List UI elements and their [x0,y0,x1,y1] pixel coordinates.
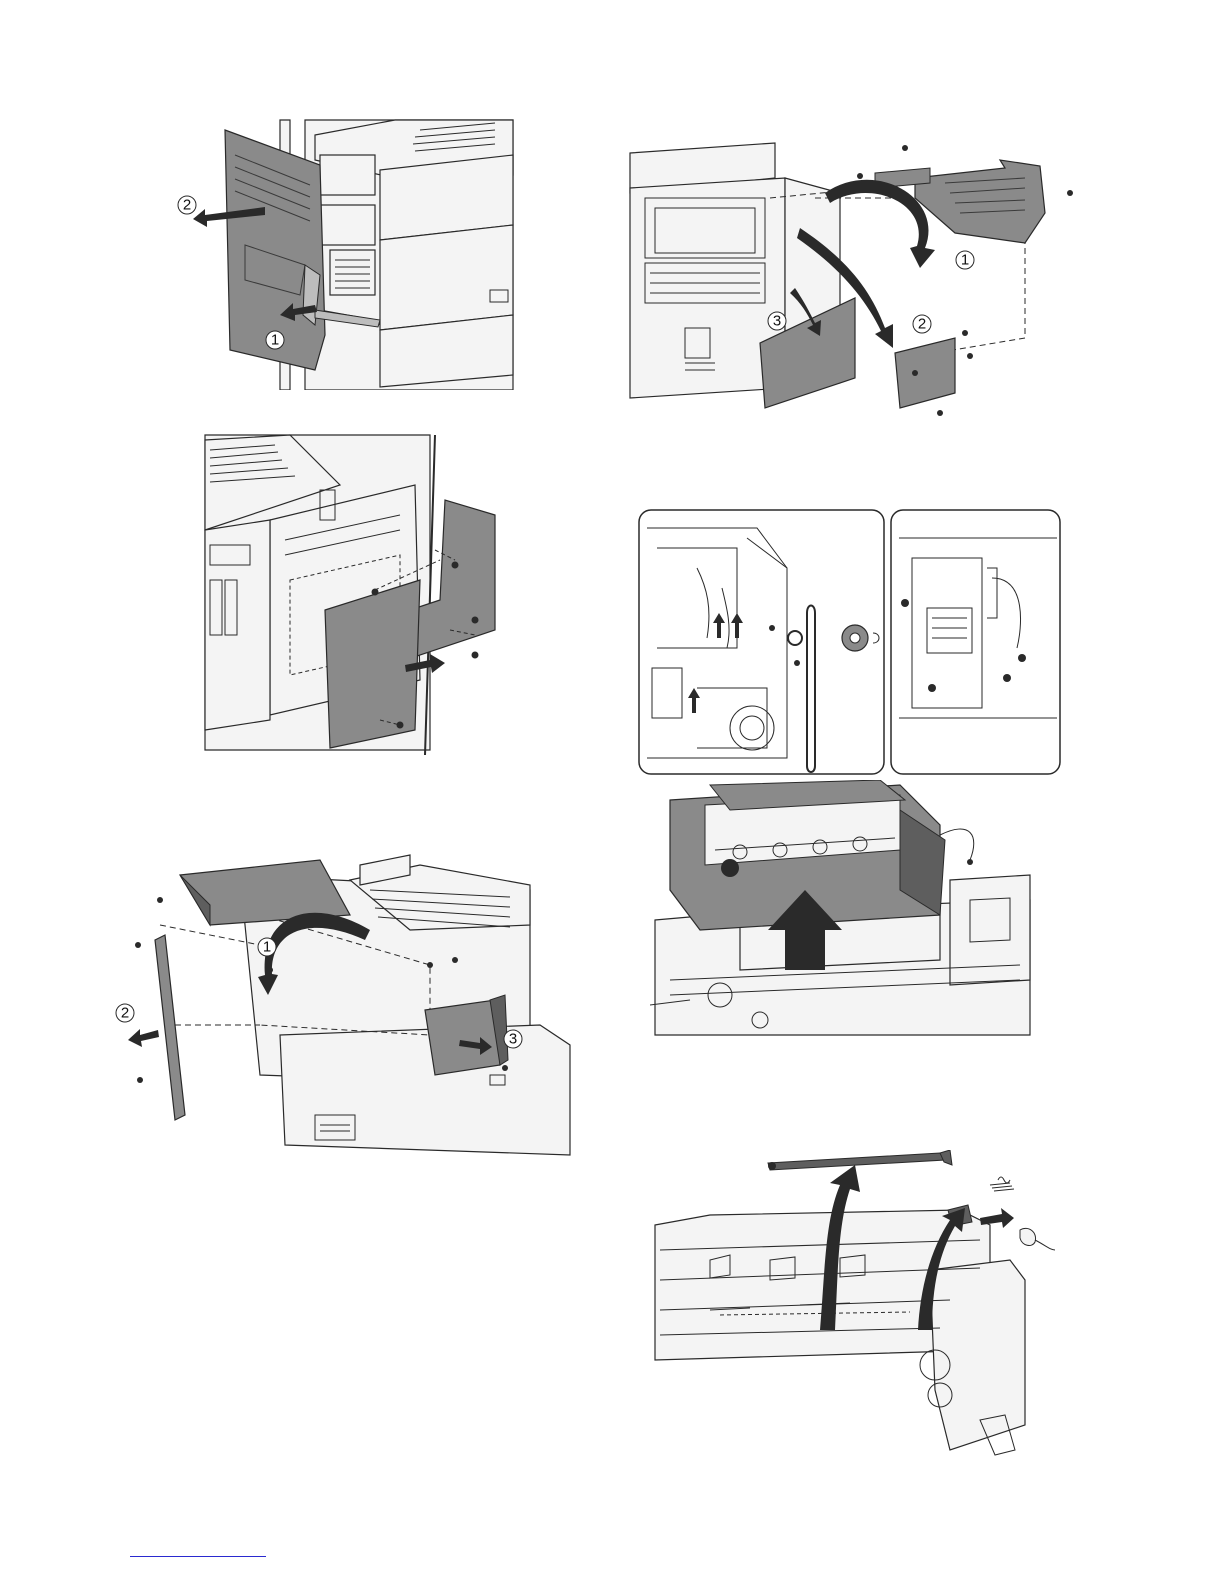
figure-drive-detail-panels [637,508,1062,776]
figure-unit-lift-out [650,780,1040,1040]
figure-cover-set-removal: 1 2 3 [110,835,575,1170]
callout-2: 2 [918,316,926,333]
callout-3: 3 [509,1031,517,1048]
callout-1: 1 [263,939,271,956]
callout-2: 2 [183,197,191,214]
figure-rear-cover-removal [200,430,505,755]
footer-rule [130,1556,266,1557]
callout-3: 3 [773,313,781,330]
callout-2: 2 [121,1005,129,1022]
figure-shaft-sensor-removal [650,1150,1055,1470]
callout-1: 1 [961,252,969,269]
figure-left-door-removal: 2 1 [165,115,520,390]
figure-top-cover-removal: 1 2 3 [625,138,1085,423]
callout-1: 1 [271,332,279,349]
